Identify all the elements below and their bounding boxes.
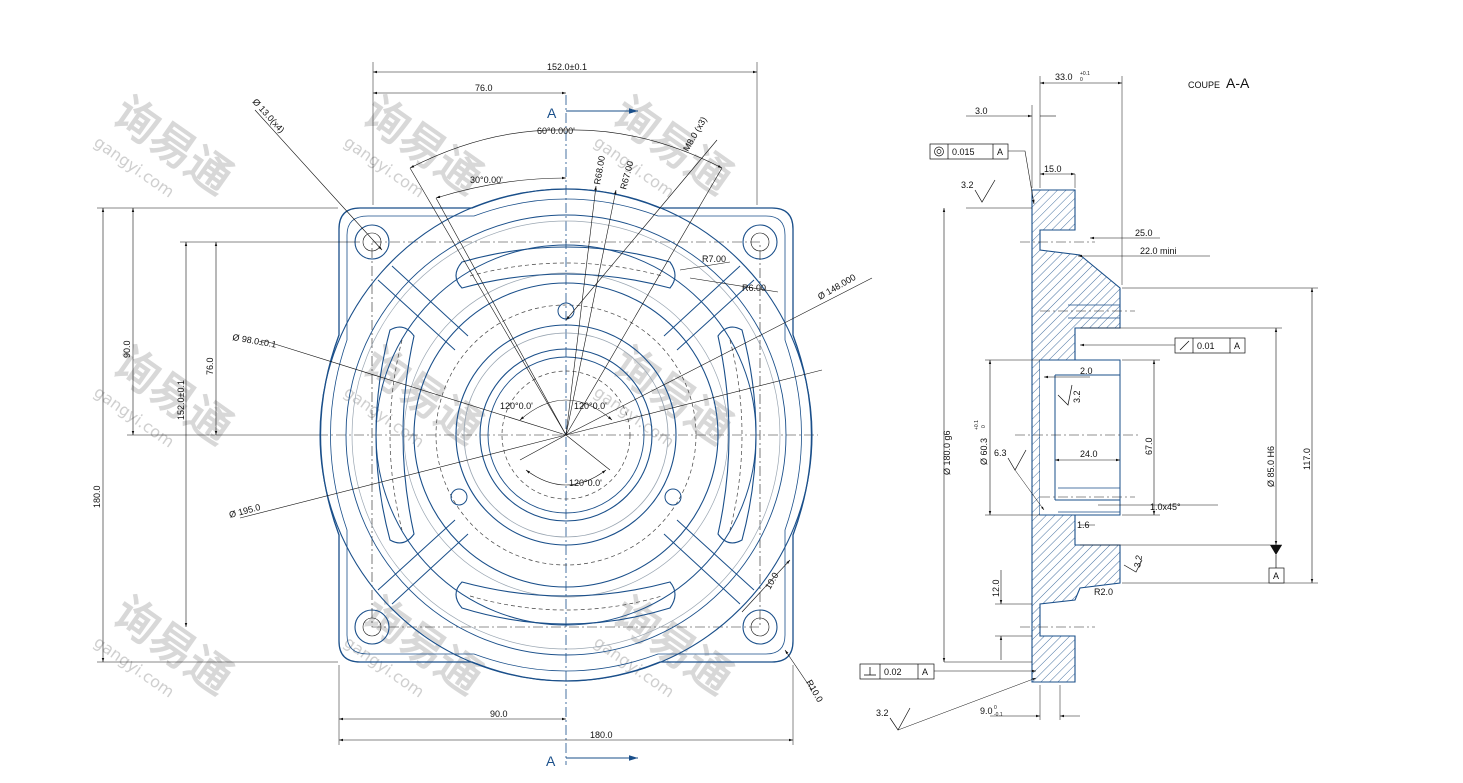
section-left-dims (942, 208, 1080, 720)
dim-d195: Ø 195.0 (228, 502, 262, 520)
mounting-holes (354, 224, 778, 645)
flange-inner-outline (330, 198, 802, 672)
dim-d33: 33.0 (1055, 72, 1073, 82)
section-marker-bottom: A (546, 753, 638, 769)
roughness-value-63: 6.3 (994, 448, 1007, 458)
dim-d180g6: Ø 180.0 g6 (942, 430, 952, 475)
dim-hole-dia: Ø 13.0(x4) (251, 97, 287, 135)
roughness-symbol-right: 3.2 3.2 (1057, 384, 1144, 573)
dim-overall-width: 152.0±0.1 (547, 62, 587, 72)
section-letter-bottom: A (546, 753, 556, 769)
roughness-symbol: 3.2 (961, 179, 1032, 209)
leader-lines (239, 109, 873, 691)
dim-angle-120-left: 120°0.0' (500, 401, 533, 411)
angle-arcs (519, 399, 613, 486)
roughness-symbol-bottom: 3.2 (876, 677, 1037, 731)
section-center-lines (1015, 241, 1140, 628)
dim-d22: 22.0 mini (1140, 246, 1177, 256)
arc-slots (375, 246, 757, 625)
gdt-perpendicularity-frame: 0.02 A (859, 663, 1036, 680)
dim-d24: 24.0 (1080, 449, 1098, 459)
dim-d603-tol2: 0 (981, 425, 987, 428)
dim-r2: R2.0 (1094, 587, 1113, 597)
dim-d98: Ø 98.0±0.1 (232, 332, 278, 350)
dim-v76: 76.0 (205, 357, 215, 375)
gdt-runout-value: 0.01 (1197, 341, 1215, 351)
dim-r68: R68.00 (592, 155, 607, 185)
dim-r10: R10.0 (804, 678, 825, 704)
dim-angle-60: 60°0.000' (537, 126, 575, 136)
concentric-circles (319, 188, 813, 682)
section-marker-top: A (547, 105, 638, 121)
dim-v90: 90.0 (122, 340, 132, 358)
roughness-symbol-63: 6.3 (994, 448, 1045, 511)
gdt-circularity-value: 0.015 (952, 147, 975, 157)
section-view: COUPE A-A (859, 71, 1318, 731)
gdt-runout-frame: 0.01 A (1080, 337, 1246, 354)
ribs (377, 265, 755, 605)
section-top-dims (966, 76, 1123, 285)
dim-d603-tol: +0.1 (974, 420, 980, 430)
dim-h90: 90.0 (490, 709, 508, 719)
dim-d148: Ø 148.000 (816, 272, 857, 302)
gdt-runout-datum: A (1234, 341, 1240, 351)
gdt-perp-value: 0.02 (884, 667, 902, 677)
dim-chamfer: 1.0x45° (1150, 502, 1181, 512)
roughness-value-bottom: 3.2 (876, 708, 889, 718)
dim-d9-tol2: -0.1 (994, 712, 1003, 718)
dim-d603: Ø 60.3 (979, 438, 989, 465)
datum-label: A (1273, 571, 1279, 581)
dim-angle-120-bottom: 120°0.0' (569, 478, 602, 488)
dim-d9: 9.0 (980, 706, 993, 716)
dim-half-width: 76.0 (475, 83, 493, 93)
roughness-value-bore: 3.2 (1072, 390, 1082, 403)
dim-d15: 15.0 (1044, 164, 1062, 174)
dim-d117: 117.0 (1302, 448, 1312, 470)
dim-angle-30: 30°0.00' (470, 175, 503, 185)
runout-icon (1179, 340, 1190, 351)
section-title-prefix: COUPE (1188, 80, 1220, 90)
dim-slot-width: 10.0 (763, 571, 780, 591)
dim-angle-120-right: 120°0.0' (574, 401, 607, 411)
dim-r6: R6.00 (742, 283, 766, 293)
flange-outline (319, 188, 813, 682)
gdt-circularity-frame: 0.015 A (929, 143, 1035, 205)
dim-d85: Ø 85.0 H6 (1266, 446, 1276, 487)
datum-a: A (1268, 545, 1285, 584)
watermark-layer: 询易通 gangyi.com 询易通 gangyi.com 询易通 gangyi… (90, 87, 741, 704)
left-dimensions (97, 207, 360, 663)
circularity-icon (934, 146, 944, 157)
bottom-dimensions (338, 665, 794, 745)
dim-v180: 180.0 (92, 485, 102, 508)
top-dimensions: 152.0±0.1 76.0 60°0.000' 30°0.00' (372, 62, 758, 205)
dim-d33-tol2: 0 (1080, 77, 1083, 83)
perpendicularity-icon (864, 667, 876, 676)
dim-d67: 67.0 (1144, 437, 1154, 455)
dim-d33-tol: +0.1 (1080, 71, 1090, 77)
dim-d25: 25.0 (1135, 228, 1153, 238)
dim-r7: R7.00 (702, 254, 726, 264)
dim-v152: 152.0±0.1 (176, 380, 186, 420)
section-hatch (1031, 189, 1121, 683)
gdt-perp-datum: A (922, 667, 928, 677)
roughness-value: 3.2 (961, 180, 974, 190)
gdt-circularity-datum: A (997, 147, 1003, 157)
section-title-name: A-A (1226, 75, 1250, 91)
section-letter-top: A (547, 105, 557, 121)
section-right-dims (1044, 236, 1318, 584)
dim-d16: 1.6 (1077, 520, 1090, 530)
dim-d3: 3.0 (975, 106, 988, 116)
roughness-value-right: 3.2 (1132, 554, 1144, 568)
dim-d12: 12.0 (991, 579, 1001, 597)
dim-d2: 2.0 (1080, 366, 1093, 376)
dim-h180: 180.0 (590, 730, 613, 740)
dim-d9-tol: 0 (994, 705, 997, 711)
